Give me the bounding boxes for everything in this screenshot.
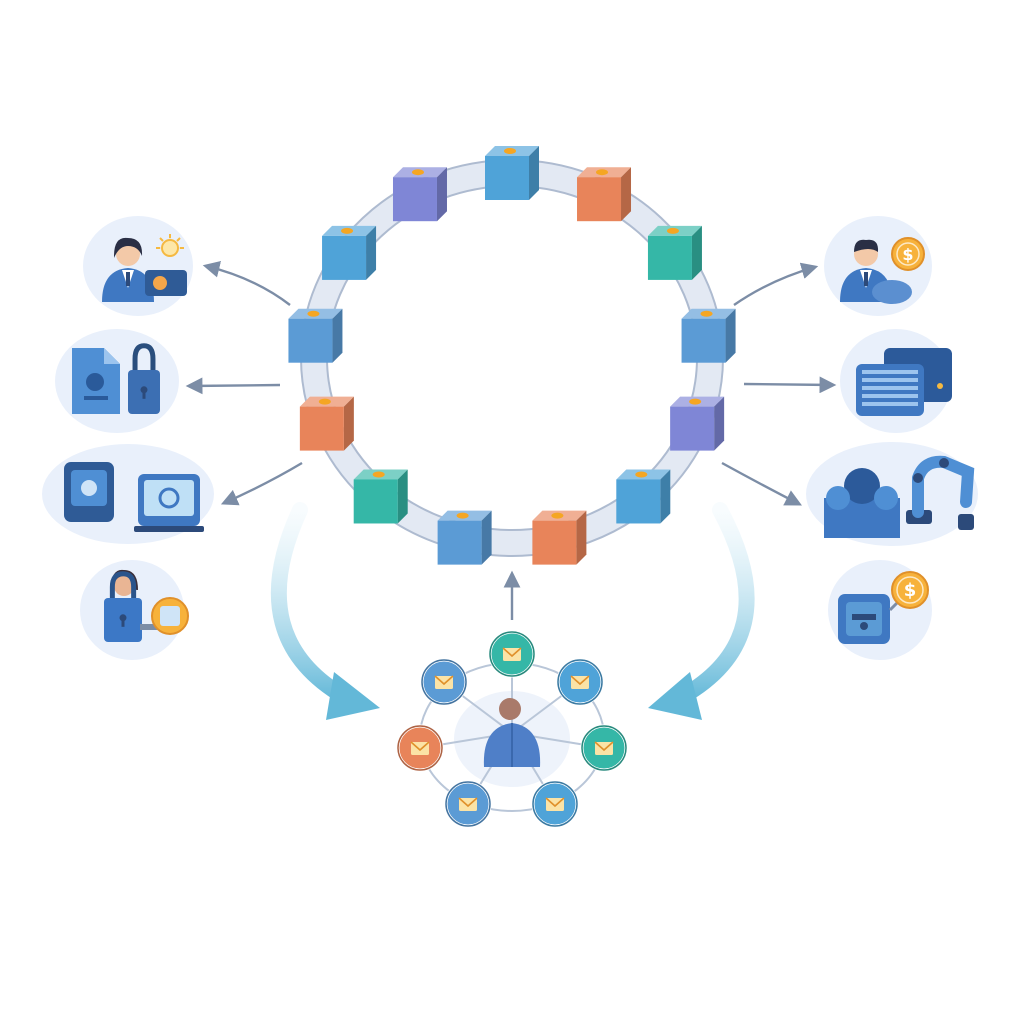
network-node-7 (420, 658, 468, 706)
ring-block-13 (392, 167, 447, 222)
flow-arrow-left (270, 502, 380, 720)
flow-arrow-right (648, 502, 755, 720)
ring-block-1 (485, 146, 539, 200)
ring-block-6 (616, 469, 671, 524)
factory-robot-arm-icon (806, 442, 978, 546)
arrow-to-left-3 (220, 461, 303, 506)
ring-block-3 (647, 225, 702, 280)
svg-text:$: $ (904, 580, 917, 601)
network-node-5 (444, 780, 492, 828)
envelope-icon (410, 741, 430, 755)
participant-network (396, 630, 628, 828)
right-arrows (721, 262, 837, 506)
coin-icon: $ (891, 571, 929, 609)
right-participants: $$ (806, 216, 978, 660)
network-node-3 (580, 724, 628, 772)
left-arrows (185, 261, 303, 506)
envelope-icon (502, 647, 522, 661)
secure-chip-coin-icon: $ (828, 560, 932, 660)
coin-icon: $ (891, 237, 925, 271)
envelope-icon (570, 675, 590, 689)
arrow-to-right-1 (733, 262, 819, 306)
arrow-to-right-2 (743, 376, 837, 394)
network-node-2 (556, 658, 604, 706)
user-icon (483, 698, 541, 767)
ring-block-4 (681, 308, 736, 363)
envelope-icon (594, 741, 614, 755)
arrow-to-left-2 (185, 377, 281, 395)
network-node-1 (488, 630, 536, 678)
blockchain-ring (288, 146, 736, 565)
document-lock-icon (55, 329, 179, 433)
businesswoman-idea-icon (83, 216, 193, 316)
network-node-4 (531, 780, 579, 828)
ring-block-10 (299, 396, 354, 451)
envelope-icon (434, 675, 454, 689)
envelope-icon (458, 797, 478, 811)
ring-block-2 (577, 167, 632, 222)
woman-padlock-icon (80, 560, 189, 660)
network-node-6 (396, 724, 444, 772)
ring-block-12 (322, 225, 377, 280)
envelope-icon (545, 797, 565, 811)
arrow-to-right-3 (721, 461, 802, 506)
svg-text:$: $ (902, 245, 913, 264)
secure-device-icon (42, 444, 214, 544)
ring-block-11 (288, 308, 343, 363)
ring-block-8 (437, 510, 492, 565)
arrow-to-left-1 (202, 261, 291, 306)
ring-block-9 (353, 469, 408, 524)
left-participants (42, 216, 214, 660)
ring-block-7 (532, 510, 587, 565)
businessman-coin-icon: $ (824, 216, 932, 316)
ring-block-5 (670, 396, 725, 451)
server-rack-icon (840, 329, 952, 433)
